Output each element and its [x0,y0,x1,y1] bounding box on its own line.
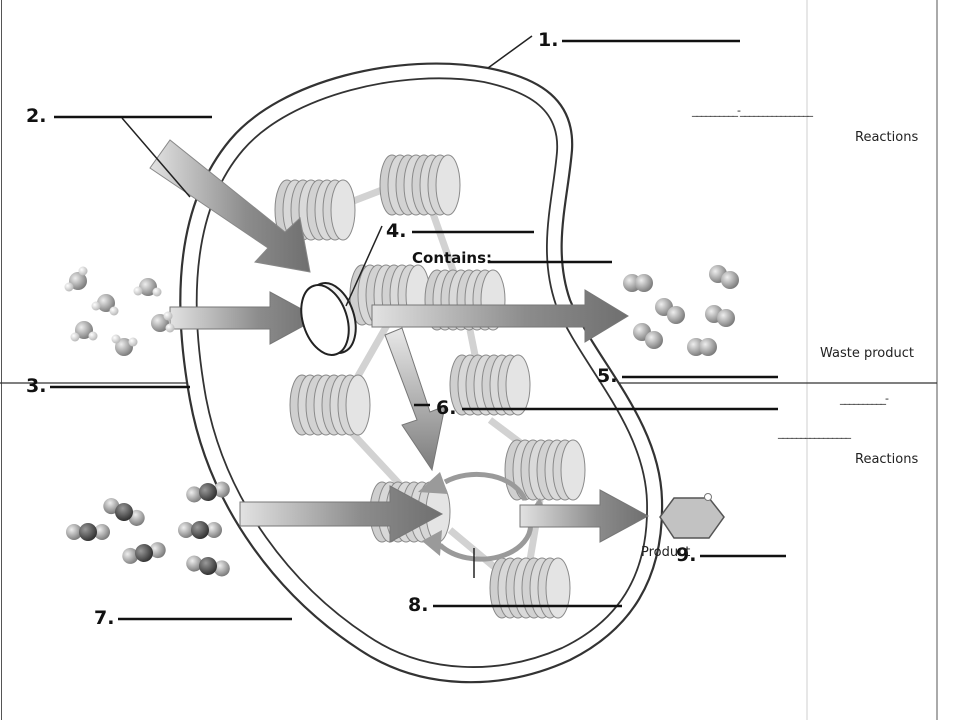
label-number-2: 2. [26,105,46,127]
glucose-atom [704,493,712,501]
cycle-gap-marker [482,505,492,525]
oxygen-output-arrow [371,289,629,343]
label-number-8: 8. [408,594,428,616]
side-blank-mid-a[interactable]: __________- [840,392,889,405]
energy-transfer-arrow [384,327,446,472]
label-number-6: 6. [436,397,456,419]
side-waste-product: Waste product [820,346,914,361]
label-number-5: 5. [597,365,617,387]
thylakoid-disc [300,282,357,356]
side-reactions-top: Reactions [855,130,919,145]
product-label: Product [641,545,691,560]
label-number-1: 1. [538,29,558,51]
water-input-arrow [169,291,320,345]
contains-label: Contains: [412,249,492,267]
side-blank-top[interactable]: __________-________________ [692,104,813,117]
side-blank-mid-b[interactable]: ________________ [778,426,851,439]
co2-molecules [66,481,230,577]
answer-blanks [50,39,786,621]
co2-input-arrow [239,485,444,543]
water-molecules [64,266,175,356]
label-number-3: 3. [26,375,46,397]
label-number-9: 9. [676,544,696,566]
label-number-4: 4. [386,220,406,242]
glucose-hexagon [659,497,725,539]
leader-lines [121,35,533,307]
product-output-arrow [519,489,650,543]
label-number-7: 7. [94,607,114,629]
oxygen-molecules [623,265,739,356]
side-reactions-bottom: Reactions [855,452,919,467]
sunlight-arrow [149,139,311,273]
